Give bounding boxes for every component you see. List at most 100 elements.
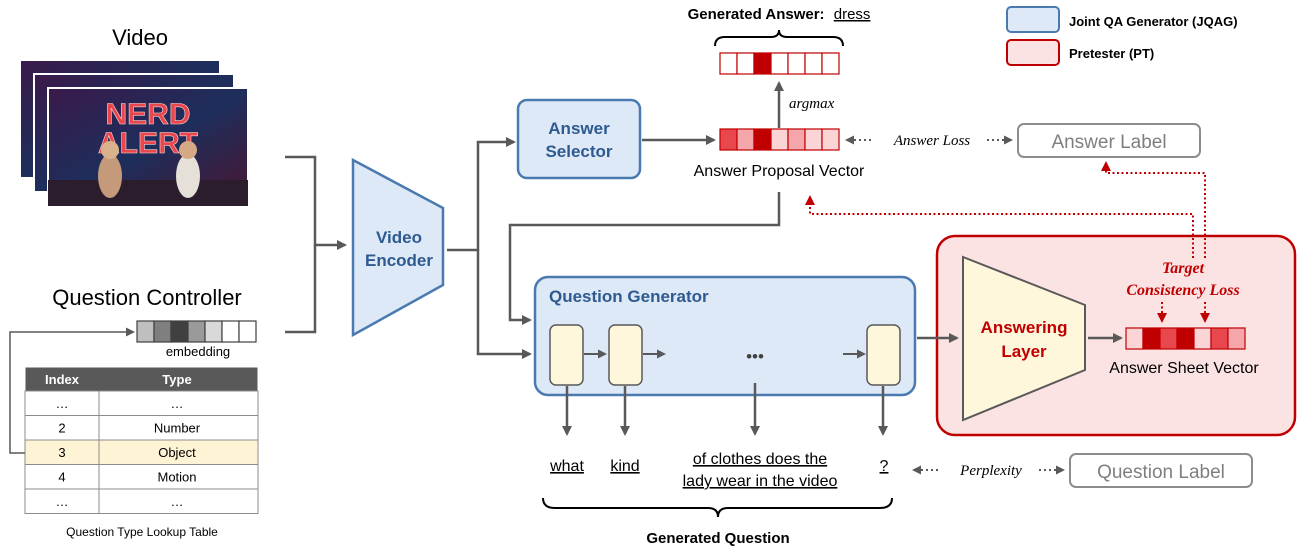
answer-loss-label: Answer Loss: [893, 133, 970, 149]
answer-selector-label-1: Answer: [548, 119, 610, 138]
table-cell-type: Number: [154, 421, 201, 436]
sheet-cell: [1142, 327, 1161, 350]
answer-onehot-cell: [753, 52, 772, 75]
controller-connector: [285, 245, 317, 334]
question-label-box: [1069, 453, 1253, 488]
table-cell-index: 4: [58, 470, 65, 485]
answer-onehot-cell: [804, 52, 823, 75]
proposal-to-generator-arrow: [508, 192, 781, 325]
answer-onehot-cell: [719, 52, 738, 75]
generated-answer-prefix: Generated Answer:: [688, 6, 825, 23]
question-label-text: Question Label: [1097, 462, 1225, 483]
answer-onehot-cell: [787, 52, 806, 75]
consistency-to-proposal-arrow: [805, 195, 1194, 258]
table-row: [24, 415, 259, 441]
embedding-cell: [153, 320, 172, 343]
proposal-cell: [753, 128, 772, 151]
answer-label-text: Answer Label: [1051, 132, 1166, 153]
embedding-vector: [136, 320, 257, 343]
proposal-cell: [770, 128, 789, 151]
embedding-cell: [204, 320, 223, 343]
generated-answer-vector: [719, 52, 840, 75]
perplexity-label: Perplexity: [959, 463, 1022, 479]
video-frame-front: NERD ALERT: [48, 98, 248, 206]
legend-pt-label: Pretester (PT): [1069, 46, 1154, 61]
sheet-cell: [1125, 327, 1144, 350]
proposal-cell: [719, 128, 738, 151]
sheet-cell: [1193, 327, 1212, 350]
table-header-type: Type: [162, 372, 191, 387]
answer-label-box: [1017, 123, 1201, 158]
table-row: [24, 464, 259, 490]
generated-word-1: what: [549, 458, 584, 475]
answering-layer-label-1: Answering: [981, 318, 1068, 337]
table-row: [24, 488, 259, 514]
video-encoder-label-1: Video: [376, 228, 422, 247]
generated-word-3a: of clothes does the: [693, 451, 827, 468]
answer-selector-label-2: Selector: [545, 142, 612, 161]
argmax-label: argmax: [789, 96, 835, 112]
generated-question-label: Generated Question: [646, 530, 789, 547]
answering-layer-label-2: Layer: [1001, 342, 1047, 361]
answering-layer-block: [962, 255, 1086, 422]
video-title: Video: [112, 25, 168, 50]
video-encoder-label-2: Encoder: [365, 251, 433, 270]
encoder-to-selector-arrow: [447, 137, 516, 252]
answer-selector-block: [516, 98, 642, 180]
table-header-index: Index: [45, 372, 80, 387]
sheet-cell: [1210, 327, 1229, 350]
embedding-cell: [238, 320, 257, 343]
generated-answer-title: Generated Answer: dress: [688, 6, 871, 23]
table-cell-type: …: [171, 494, 184, 509]
table-row: [24, 439, 259, 465]
legend-jqag-swatch: [1006, 6, 1060, 33]
video-encoder-block: [351, 157, 445, 338]
embedding-cell: [136, 320, 155, 343]
answer-proposal-vector: [719, 128, 840, 151]
gru-cell-2: [608, 324, 643, 386]
proposal-cell: [804, 128, 823, 151]
legend: Joint QA Generator (JQAG) Pretester (PT): [1006, 6, 1238, 66]
legend-pt-swatch: [1006, 39, 1060, 66]
sheet-cell: [1159, 327, 1178, 350]
question-controller-title: Question Controller: [52, 285, 242, 310]
answer-onehot-cell: [821, 52, 840, 75]
video-overlay-nerd: NERD: [105, 98, 190, 131]
video-connector: [285, 155, 347, 250]
gru-cell-1: [549, 324, 584, 386]
sheet-cell: [1227, 327, 1246, 350]
table-cell-type: …: [171, 396, 184, 411]
embedding-label: embedding: [166, 344, 230, 359]
generated-question-brace: [542, 497, 893, 518]
table-cell-index: …: [56, 494, 69, 509]
answer-onehot-cell: [736, 52, 755, 75]
target-consistency-label-1: Target: [1162, 260, 1205, 277]
generated-word-3b: lady wear in the video: [683, 473, 838, 490]
generated-word-2: kind: [610, 458, 639, 475]
question-generator-title: Question Generator: [549, 287, 709, 306]
table-cell-index: 2: [58, 421, 65, 436]
encoder-to-generator-arrow: [476, 250, 532, 359]
target-consistency-label-2: Consistency Loss: [1126, 282, 1239, 299]
embedding-cell: [221, 320, 240, 343]
table-cell-index: 3: [58, 445, 65, 460]
table-cell-type: Object: [158, 445, 196, 460]
lookup-arrow: [9, 327, 135, 454]
proposal-cell: [821, 128, 840, 151]
consistency-to-answer-label-arrow: [1101, 161, 1206, 258]
table-row: [24, 390, 259, 416]
generated-answer-word: dress: [834, 6, 871, 23]
gru-cell-n: [866, 324, 901, 386]
embedding-cell: [187, 320, 206, 343]
legend-jqag-label: Joint QA Generator (JQAG): [1069, 14, 1238, 29]
answer-sheet-vector: [1125, 327, 1246, 350]
answer-proposal-label: Answer Proposal Vector: [694, 163, 865, 180]
table-caption: Question Type Lookup Table: [66, 525, 218, 539]
table-cell-type: Motion: [157, 470, 196, 485]
gru-ellipsis: •••: [746, 347, 764, 366]
sheet-cell: [1176, 327, 1195, 350]
generated-answer-brace: [714, 29, 844, 47]
